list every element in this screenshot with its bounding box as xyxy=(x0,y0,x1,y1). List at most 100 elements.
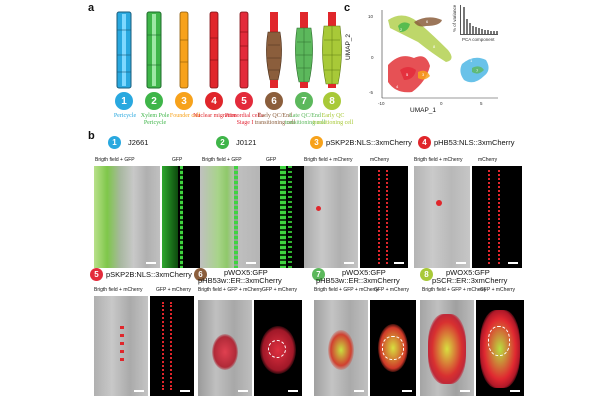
micro-badge: 2 xyxy=(216,136,229,149)
pca-bar xyxy=(463,7,465,34)
micro-title: J0121 xyxy=(236,138,257,147)
inset-xlabel: PCA component xyxy=(462,37,495,42)
micro-label-right: GFP + mCherry xyxy=(262,287,298,293)
xtick: 5 xyxy=(480,101,483,106)
pca-bar xyxy=(484,29,486,34)
micro-label-right: mCherry xyxy=(478,157,498,163)
stage-8-cell-drawing xyxy=(322,12,342,88)
micro-label-right: GFP + mCherry xyxy=(374,287,410,293)
fluorescence-image xyxy=(150,296,194,396)
brightfield-image xyxy=(200,166,260,268)
ytick: -5 xyxy=(369,90,374,95)
micro-label-left: Brigth field + GFP xyxy=(95,157,135,163)
inset-ylabel: % of variance xyxy=(452,4,457,32)
fluorescence-image xyxy=(472,166,522,268)
scale-bar xyxy=(354,390,364,392)
pca-bar xyxy=(487,30,489,34)
xtick: 0 xyxy=(440,101,443,106)
micro-title: pHB53:NLS::3xmCherry xyxy=(434,138,515,147)
micro-title-2: pSCR::ER::3xmCherry xyxy=(432,276,508,285)
micro-label-right: GFP + mCherry xyxy=(156,287,192,293)
pca-bar xyxy=(466,18,468,34)
stage-caption: Early QC transitioning cell xyxy=(312,113,354,126)
micro-panel-3: 3 pSKP2B:NLS::3xmCherry Brigth field + m… xyxy=(304,136,412,271)
stage-caption: Xylem Pole Pericycle xyxy=(140,113,170,126)
umap-ylabel: UMAP_2 xyxy=(345,33,352,60)
stage-badge: 3 xyxy=(175,92,193,110)
stage-6-cell-drawing xyxy=(266,12,282,88)
micro-label-left: Brigth field + GFP + mCherry xyxy=(198,287,263,293)
stage-7: 7 Late QC/End transitioning cell xyxy=(285,10,325,160)
scale-bar xyxy=(288,390,298,392)
micro-label-left: Brigth field + mCherry xyxy=(414,157,463,163)
stage-2: 2 Xylem Pole Pericycle xyxy=(141,10,172,160)
stage-badge: 7 xyxy=(295,92,313,110)
micro-panel-2: 2 J0121 Brigth field + GFP GFP xyxy=(200,136,338,271)
cluster-label: 5 xyxy=(406,72,409,77)
umap-svg: 2 6 8 5 3 4 1 7 xyxy=(381,10,498,99)
xtick: -10 xyxy=(378,101,385,106)
pca-inset xyxy=(460,5,498,35)
panel-letter-b: b xyxy=(88,130,95,142)
micro-title: pWOX5:GFP xyxy=(446,268,490,277)
cluster-label: 3 xyxy=(422,72,425,77)
micro-label-left: Brigth field + mCherry xyxy=(304,157,353,163)
brightfield-image xyxy=(304,166,358,268)
micro-panel-7: 7 pWOX5:GFP pHB53w::ER::3xmCherry Brigth… xyxy=(312,268,420,400)
micro-title: pWOX5:GFP xyxy=(342,268,386,277)
cluster-label: 4 xyxy=(396,84,399,89)
micro-badge: 6 xyxy=(194,268,207,281)
stage-badge: 8 xyxy=(323,92,341,110)
brightfield-image xyxy=(94,296,148,396)
cluster-label: 7 xyxy=(476,68,479,73)
micro-label-left: Brigth field + GFP + mCherry xyxy=(314,287,379,293)
pca-bar xyxy=(478,28,480,34)
cluster-6 xyxy=(414,17,442,27)
pca-bar xyxy=(481,29,483,34)
stage-2-cell-drawing xyxy=(146,11,162,89)
stage-4-cell-drawing xyxy=(209,11,219,89)
cluster-3 xyxy=(418,70,430,80)
scale-bar xyxy=(180,390,190,392)
cluster-label: 1 xyxy=(470,58,473,63)
stage-caption: Pericycle xyxy=(113,113,137,119)
stage-caption: Nuclear migration xyxy=(193,113,237,119)
stage-1: 1 Pericycle xyxy=(112,10,142,160)
pca-bar xyxy=(496,31,498,34)
micro-badge: 4 xyxy=(418,136,431,149)
micro-panel-6: 6 pWOX5:GFP pHB53w::ER::3xmCherry Brigth… xyxy=(194,268,306,400)
micro-label-right: mCherry xyxy=(370,157,390,163)
scale-bar xyxy=(402,390,412,392)
pca-bar xyxy=(472,25,474,34)
pca-bar xyxy=(469,22,471,34)
micro-panel-5: 5 pSKP2B:NLS::3xmCherry Brigth field + m… xyxy=(90,268,194,400)
micro-label-right: GFP xyxy=(266,157,277,163)
stage-5: 5 Primordial cells-Stage I xyxy=(225,10,265,160)
micro-label-right: GFP + mCherry xyxy=(480,287,516,293)
panel-a: 1 Pericycle 2 Xylem Pole Pericycle 3 Fou… xyxy=(112,0,353,130)
micro-title: J2661 xyxy=(128,138,149,147)
stage-caption: Early QC/End transitioning cell xyxy=(254,113,296,126)
umap-plot: 2 6 8 5 3 4 1 7 xyxy=(378,10,500,102)
stage-3-cell-drawing xyxy=(179,11,189,89)
cluster-7 xyxy=(472,66,484,74)
scale-bar xyxy=(146,262,156,264)
micro-badge: 7 xyxy=(312,268,325,281)
brightfield-image xyxy=(198,300,252,396)
pca-bar xyxy=(490,30,492,34)
scale-bar xyxy=(460,390,470,392)
micro-label-right: GFP xyxy=(172,157,183,163)
micro-title: pSKP2B:NLS::3xmCherry xyxy=(106,270,192,279)
stage-badge: 5 xyxy=(235,92,253,110)
brightfield-image xyxy=(94,166,160,268)
scale-bar xyxy=(246,262,256,264)
stage-caption: Founder cell xyxy=(169,113,201,119)
scale-bar xyxy=(456,262,466,264)
scale-bar xyxy=(344,262,354,264)
micro-title-2: pHB53w::ER::3xmCherry xyxy=(198,276,282,285)
micro-title: pWOX5:GFP xyxy=(224,268,268,277)
scale-bar xyxy=(508,262,518,264)
micro-label-left: Brigth field + mCherry xyxy=(94,287,143,293)
micro-badge: 5 xyxy=(90,268,103,281)
scale-bar xyxy=(134,390,144,392)
